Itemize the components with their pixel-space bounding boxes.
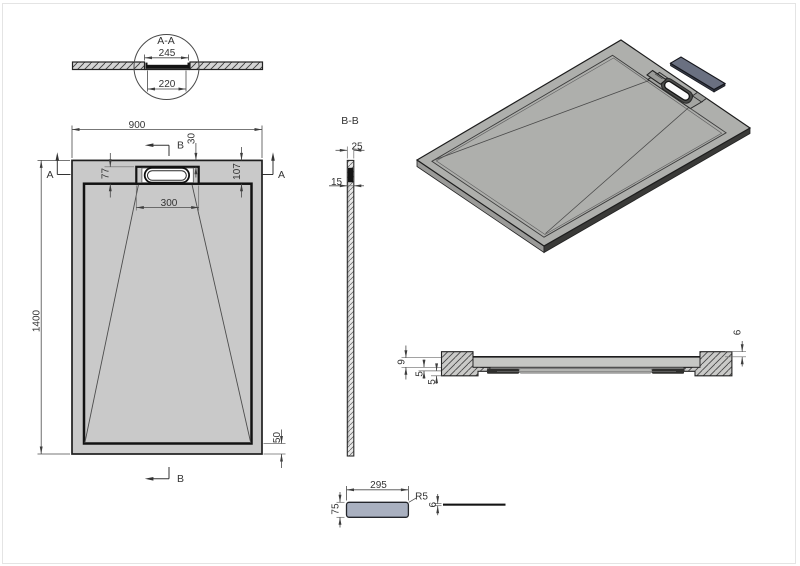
plan-dim-300 <box>135 185 200 211</box>
plan-dim-50-text: 50 <box>272 432 283 444</box>
side-slab <box>472 356 701 368</box>
plan-tray-outline <box>71 159 263 455</box>
plan-dim-900-text: 900 <box>129 120 146 131</box>
plan-dim-1400 <box>37 159 70 455</box>
cover-dim-r5-text: R5 <box>415 492 428 503</box>
side-dim-6 <box>725 341 746 367</box>
plan-dim-50 <box>263 429 286 468</box>
side-dim-9 <box>401 345 441 380</box>
side-dim-6-text: 6 <box>733 329 744 335</box>
bb-dim-15-text: 15 <box>331 177 343 188</box>
cover-side <box>443 503 506 506</box>
plan-marker-a-left-text: A <box>46 169 53 181</box>
aa-dim-245 <box>144 54 189 61</box>
plan-dim-107-text: 107 <box>232 163 243 180</box>
plan-drain-cover <box>143 166 190 184</box>
iso-drain-tab <box>646 69 667 85</box>
plan-marker-a-right-text: A <box>278 169 285 181</box>
view-plan: 900 1400 77 30 107 <box>32 120 286 485</box>
iso-drain-cover-slot <box>663 80 691 101</box>
bb-dim-25-text: 25 <box>351 141 363 152</box>
aa-drain-band <box>145 64 190 69</box>
side-dim-5b <box>431 363 442 384</box>
plan-dim-900 <box>71 125 263 158</box>
side-dim-5b-text: 5 <box>427 379 438 385</box>
cover-dim-75 <box>336 492 345 528</box>
view-section-aa: A-A 245 220 <box>71 34 264 100</box>
aa-dim-220 <box>147 70 187 92</box>
view-cover-detail: 295 R5 75 6 <box>330 480 506 528</box>
side-dim-9-text: 9 <box>396 359 407 365</box>
cover-dim-75-text: 75 <box>330 503 341 515</box>
aa-dim-220-text: 220 <box>159 79 176 90</box>
plan-dim-1400-text: 1400 <box>32 309 43 332</box>
side-dim-5a <box>418 359 441 379</box>
side-dim-5a-text: 5 <box>414 371 425 377</box>
bb-drain-block <box>348 167 354 183</box>
plan-dim-30-text: 30 <box>186 133 197 145</box>
plan-dim-300-text: 300 <box>161 198 178 209</box>
view-section-bb: B-B 25 15 <box>329 115 365 457</box>
plan-dim-77-text: 77 <box>101 168 112 180</box>
view-isometric <box>415 39 752 254</box>
cover-plan <box>345 501 410 518</box>
cover-dim-295 <box>346 486 409 501</box>
cover-dim-r5: R5 <box>408 492 428 503</box>
iso-drain-cover <box>669 56 727 93</box>
aa-detail-circle <box>133 34 200 100</box>
bb-dim-25 <box>335 146 365 159</box>
view-side-section: 9 5 5 6 <box>396 329 746 385</box>
plan-marker-b-top: B <box>144 140 184 156</box>
cover-dim-6-text: 6 <box>428 501 439 507</box>
plan-dim-77 <box>104 153 134 198</box>
plan-marker-b-bottom: B <box>144 467 184 485</box>
plan-marker-b-bottom-text: B <box>177 473 184 485</box>
aa-dim-245-text: 245 <box>159 48 176 59</box>
bb-label: B-B <box>341 115 359 127</box>
sheet-border <box>2 3 796 564</box>
aa-label: A-A <box>157 35 175 47</box>
cover-dim-6 <box>434 494 442 516</box>
plan-marker-a-right: A <box>262 152 285 181</box>
plan-marker-b-top-text: B <box>177 140 184 152</box>
cover-dim-295-text: 295 <box>370 480 387 491</box>
plan-marker-a-left: A <box>46 152 71 181</box>
